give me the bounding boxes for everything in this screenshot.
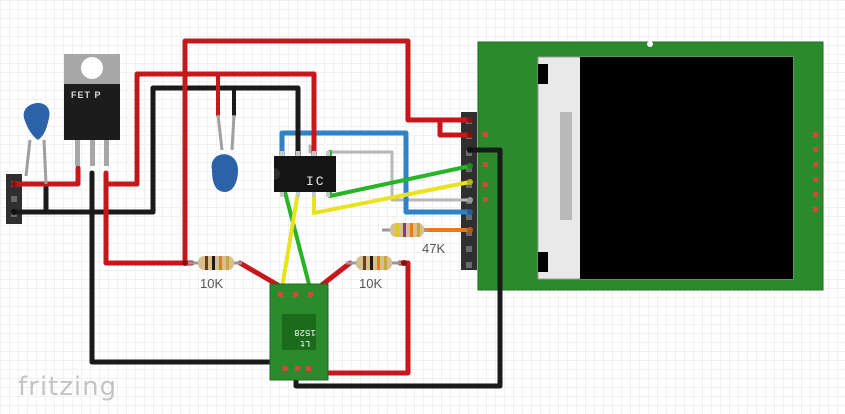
wire-black-ground-top[interactable] xyxy=(150,85,301,215)
wire-black-bottom-left[interactable] xyxy=(89,170,289,365)
wire-yellow-2[interactable] xyxy=(280,190,300,290)
wire-yellow-1[interactable] xyxy=(312,180,472,215)
ic-chip-dip8[interactable] xyxy=(274,151,336,197)
wire-red-fet-out[interactable] xyxy=(103,170,140,187)
wire-red-top-bus[interactable] xyxy=(182,38,473,266)
regulator-label: Lt 1528 xyxy=(294,327,316,348)
fet-label: FET P xyxy=(71,90,102,100)
resistor-display-label: 47K xyxy=(422,241,446,256)
wires xyxy=(11,38,503,389)
ic-label: IC xyxy=(306,174,326,189)
regulator-board[interactable] xyxy=(269,283,329,381)
wire-green-2[interactable] xyxy=(283,190,312,290)
wire-red-input[interactable] xyxy=(11,165,81,187)
wire-red-fet-down[interactable] xyxy=(103,181,195,266)
display-right-pads xyxy=(813,132,818,212)
resistor-10k-left[interactable] xyxy=(186,256,242,270)
wire-endpoints xyxy=(11,117,473,266)
capacitor-left[interactable] xyxy=(23,102,50,185)
resistor-right-label: 10K xyxy=(359,276,383,291)
wire-grey-1[interactable] xyxy=(328,150,472,202)
capacitor-middle[interactable] xyxy=(211,114,238,192)
resistor-47k[interactable] xyxy=(382,223,428,237)
wire-blue[interactable] xyxy=(279,130,473,215)
resistor-left-label: 10K xyxy=(200,276,224,291)
resistor-10k-right[interactable] xyxy=(346,256,402,270)
fet-transistor[interactable] xyxy=(64,54,120,166)
wire-green-1[interactable] xyxy=(328,150,472,198)
fritzing-logo: fritzing xyxy=(18,372,118,402)
wire-red-ic[interactable] xyxy=(134,71,317,187)
display-screen xyxy=(580,57,793,279)
wire-red-display-loop[interactable] xyxy=(437,117,473,138)
tft-display-module[interactable] xyxy=(461,41,824,291)
